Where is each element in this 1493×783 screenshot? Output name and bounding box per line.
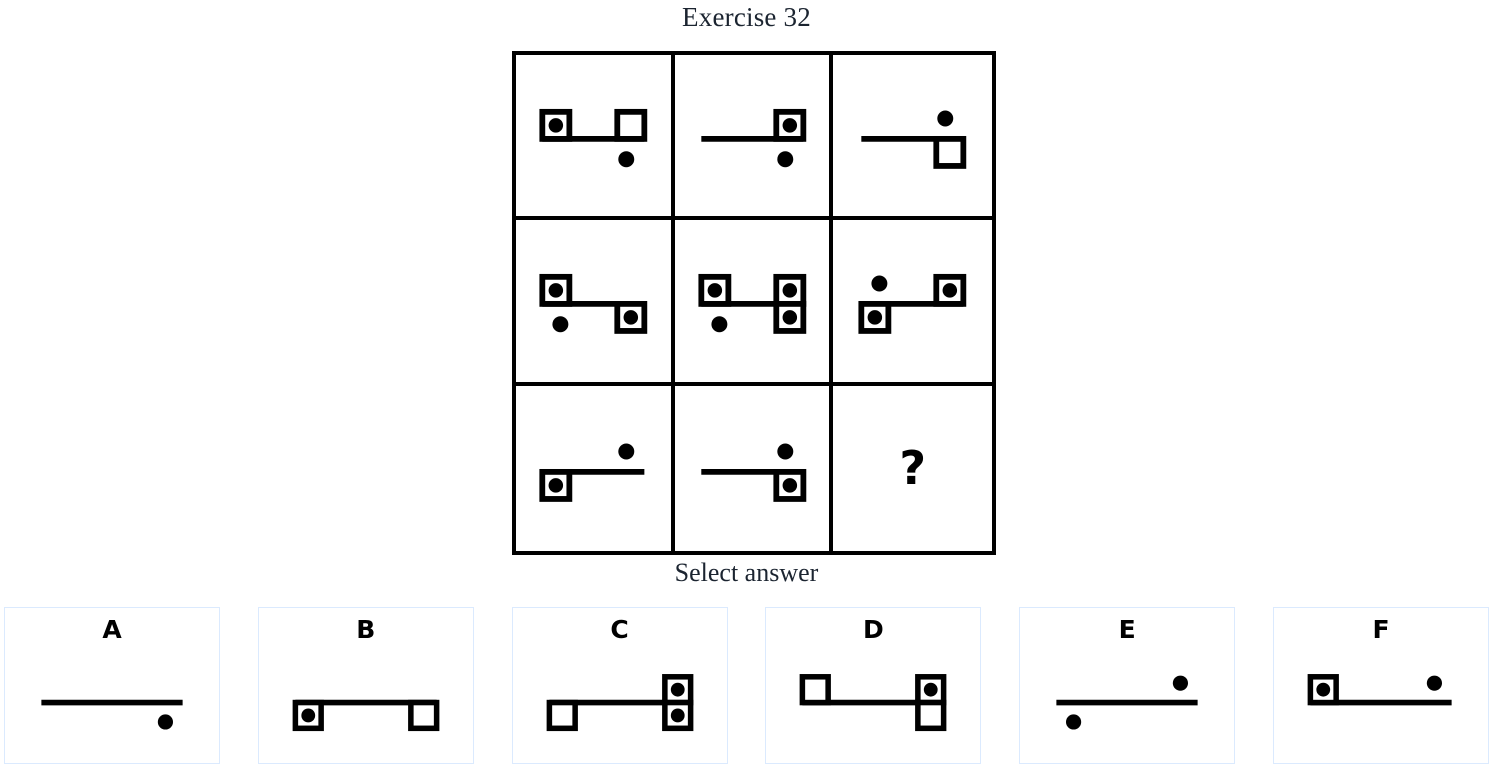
matrix-figure: [833, 220, 992, 381]
answer-letter: C: [610, 615, 629, 644]
answer-letter: F: [1372, 615, 1390, 644]
matrix-cell: [675, 385, 834, 551]
matrix-grid: ?: [512, 51, 996, 555]
answer-letter: A: [102, 615, 122, 644]
matrix-cell: [833, 220, 992, 386]
page-title: Exercise 32: [682, 2, 811, 32]
matrix-cell: [516, 220, 675, 386]
matrix-cell: [674, 220, 834, 386]
matrix-cell: [674, 55, 834, 221]
answer-letter: D: [863, 615, 884, 644]
answer-option-c[interactable]: C: [511, 607, 728, 764]
matrix-figure: [516, 220, 671, 381]
matrix-figure: [675, 55, 830, 216]
matrix-figure: [675, 386, 830, 551]
question-mark: ?: [899, 441, 926, 496]
answer-option-a[interactable]: A: [4, 607, 220, 764]
answer-figure: [1020, 636, 1234, 764]
answer-option-d[interactable]: D: [765, 607, 982, 764]
answer-options-row: A B C D E F: [0, 607, 1493, 767]
answer-option-b[interactable]: B: [257, 607, 474, 764]
answer-figure: [766, 636, 980, 764]
answer-figure: [1274, 636, 1488, 764]
select-answer-prompt: Select answer: [674, 558, 819, 587]
matrix-cell: [516, 55, 675, 221]
matrix-figure: [516, 386, 671, 551]
answer-letter: B: [356, 615, 376, 644]
answer-letter: E: [1118, 615, 1136, 644]
matrix-cell: [833, 55, 992, 221]
matrix-cell-missing: ?: [833, 386, 992, 551]
matrix-figure: [675, 220, 830, 381]
answer-option-e[interactable]: E: [1019, 607, 1236, 764]
matrix-cell: [516, 385, 675, 551]
matrix-figure: [516, 55, 671, 216]
answer-figure: [259, 636, 473, 764]
answer-figure: [513, 636, 727, 764]
answer-figure: [5, 636, 219, 764]
answer-option-f[interactable]: F: [1272, 607, 1489, 764]
matrix-figure: [833, 55, 992, 216]
